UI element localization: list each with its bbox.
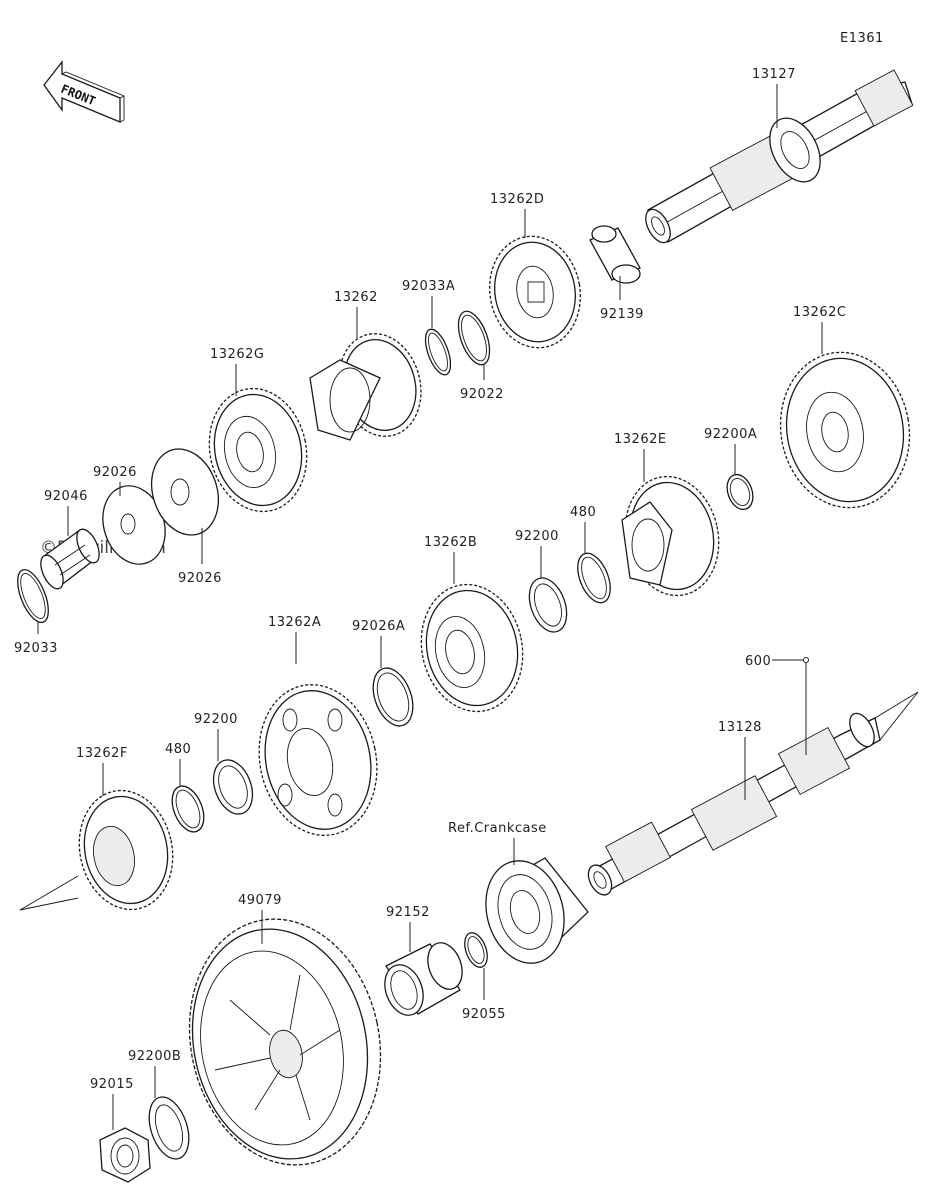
label-92026-top: 92026 xyxy=(93,465,137,480)
gear-13262A xyxy=(258,684,378,836)
label-92015: 92015 xyxy=(90,1077,134,1092)
shaft-13128 xyxy=(19,691,919,911)
label-92033: 92033 xyxy=(14,641,58,656)
circlip-480-upper xyxy=(577,552,611,604)
label-13262F: 13262F xyxy=(76,746,128,761)
gear-13262C xyxy=(779,351,911,509)
gear-13262F xyxy=(78,789,174,911)
label-92200-upper: 92200 xyxy=(515,529,559,544)
bushing-92139 xyxy=(589,225,641,284)
gear-49079 xyxy=(188,918,382,1166)
label-92022: 92022 xyxy=(460,387,504,402)
label-92033A: 92033A xyxy=(402,279,455,294)
label-13262G: 13262G xyxy=(210,347,264,362)
shaft-13127 xyxy=(645,69,914,244)
gear-13262D xyxy=(488,235,582,349)
label-480-upper: 480 xyxy=(570,505,596,520)
label-13262D: 13262D xyxy=(490,192,544,207)
front-arrow-icon: FRONT xyxy=(43,60,126,123)
label-92200B: 92200B xyxy=(128,1049,181,1064)
label-13128: 13128 xyxy=(718,720,762,735)
label-92046: 92046 xyxy=(44,489,88,504)
circlip-92033A xyxy=(424,328,452,376)
gear-13262E xyxy=(621,475,720,597)
diagram-code: E1361 xyxy=(840,31,884,46)
label-49079: 49079 xyxy=(238,893,282,908)
washer-92022 xyxy=(457,310,491,366)
washer-92200B xyxy=(148,1096,190,1160)
gear-13262G xyxy=(208,387,308,513)
label-13262C: 13262C xyxy=(793,305,846,320)
washer-92200-upper xyxy=(528,577,568,633)
oring-92055 xyxy=(464,932,488,968)
label-92152: 92152 xyxy=(386,905,430,920)
label-92200-lower: 92200 xyxy=(194,712,238,727)
nut-92015 xyxy=(99,1127,151,1183)
label-13262E: 13262E xyxy=(614,432,667,447)
bearing-ref-crankcase xyxy=(485,857,589,964)
label-92200A: 92200A xyxy=(704,427,757,442)
washer-92026-rear xyxy=(151,448,219,536)
circlip-480-lower xyxy=(171,785,205,833)
label-13262: 13262 xyxy=(334,290,378,305)
label-600: 600 xyxy=(745,654,771,669)
circlip-92033 xyxy=(17,569,49,623)
label-92055: 92055 xyxy=(462,1007,506,1022)
label-13127: 13127 xyxy=(752,67,796,82)
label-92026-bottom: 92026 xyxy=(178,571,222,586)
washer-92026A xyxy=(372,667,414,727)
label-480-lower: 480 xyxy=(165,742,191,757)
collar-92152 xyxy=(384,942,463,1016)
label-92026A: 92026A xyxy=(352,619,405,634)
bearing-92046 xyxy=(40,528,100,590)
label-ref-crankcase: Ref.Crankcase xyxy=(448,821,547,836)
gear-13262 xyxy=(309,333,422,441)
washer-92200A xyxy=(726,473,754,511)
label-13262A: 13262A xyxy=(268,615,321,630)
label-13262B: 13262B xyxy=(424,535,477,550)
gear-13262B xyxy=(420,583,524,713)
label-92139: 92139 xyxy=(600,307,644,322)
washer-92200-lower xyxy=(212,759,254,815)
